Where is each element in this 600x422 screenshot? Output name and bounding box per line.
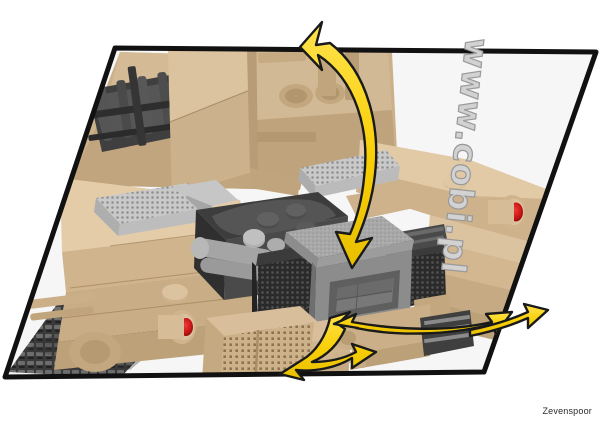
taillight-right [488,195,526,229]
taillight-left [158,310,196,344]
detached-grille-panel [202,306,352,377]
page-caption: Zevenspoor [542,406,592,416]
inner-track-strip [420,310,474,356]
